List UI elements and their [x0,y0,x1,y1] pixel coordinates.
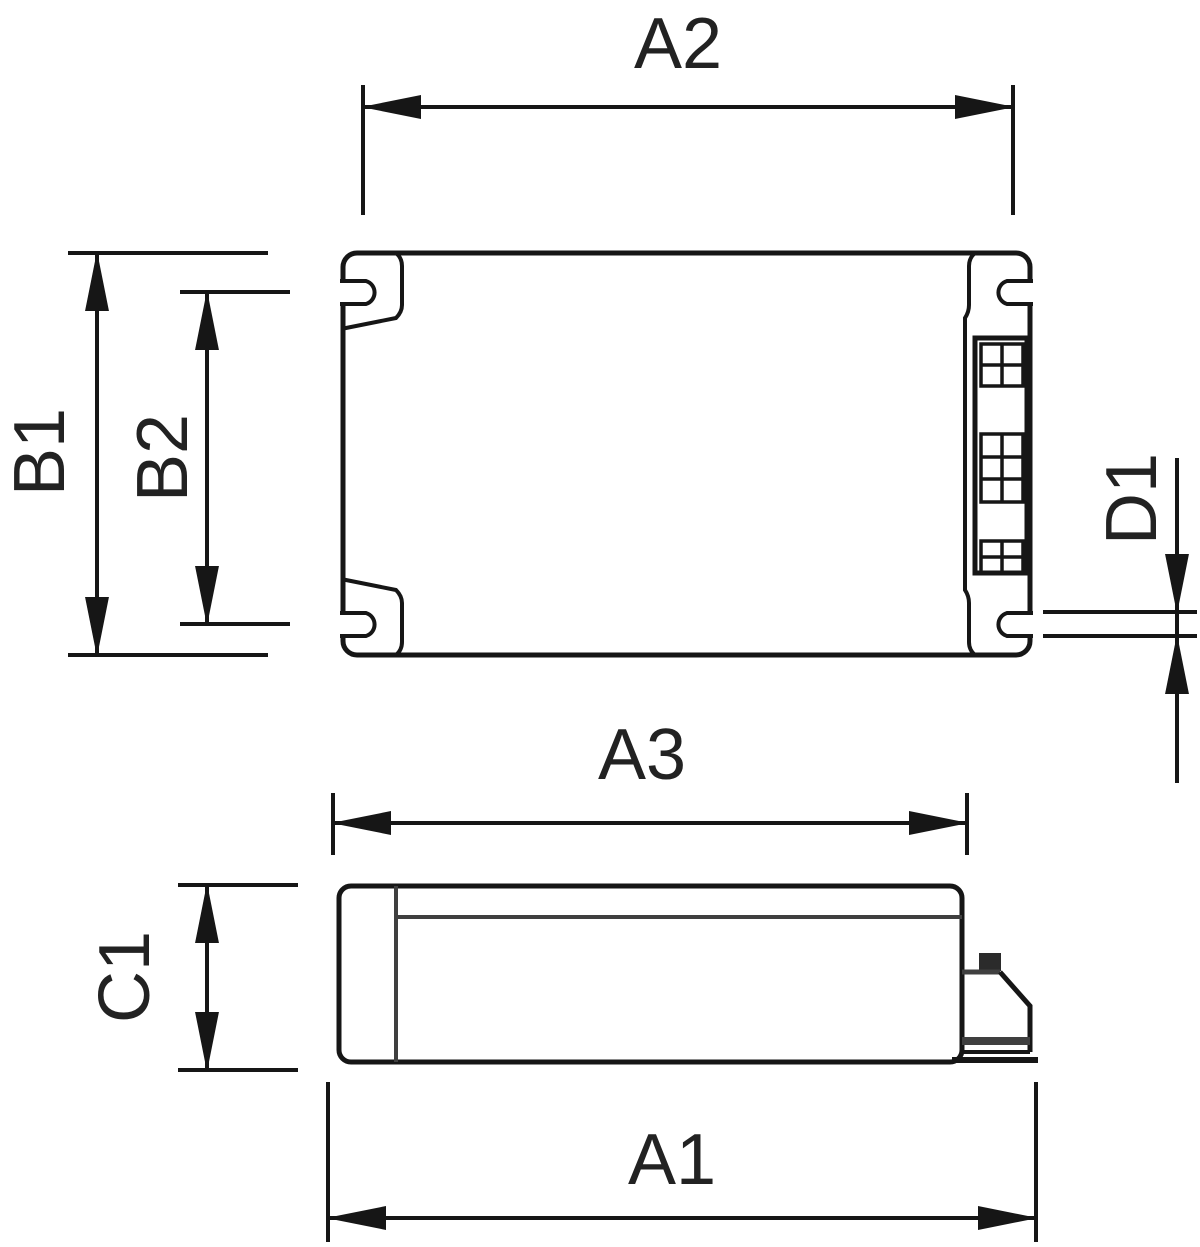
slot-hook-bottom-left [340,577,404,657]
connector-tab-outline [998,970,1033,1052]
mount-slot-top-left [340,279,377,306]
connector-bay-wall [963,251,977,657]
dim-a3: A3 [331,715,969,855]
dim-b2: B2 [123,290,290,626]
label-c1: C1 [85,931,165,1023]
mount-slot-top-right [996,279,1033,306]
side-view [336,883,1038,1065]
label-b1: B1 [0,408,80,496]
dim-b1: B1 [0,251,268,657]
side-view-body-outline [336,883,965,1065]
connector-latch [979,953,1001,971]
label-a1: A1 [628,1120,716,1200]
mount-slot-bottom-left [340,611,377,638]
top-view-body-outline [340,250,1033,658]
dim-c1: C1 [85,883,298,1072]
label-b2: B2 [123,414,203,502]
label-a3: A3 [598,715,686,795]
slot-hook-top-left [340,251,404,331]
top-view [336,250,1037,658]
terminal-grid-bottom [979,539,1025,575]
dim-d1: D1 [1043,453,1197,783]
mount-slot-bottom-right [996,611,1033,638]
dim-a1: A1 [326,1082,1038,1242]
terminal-grid-top [979,342,1025,388]
label-a2: A2 [634,4,722,84]
connector-base-bar [962,1037,1030,1045]
dim-a2: A2 [361,4,1015,215]
label-d1: D1 [1092,453,1172,545]
terminal-grid-middle [979,432,1025,504]
